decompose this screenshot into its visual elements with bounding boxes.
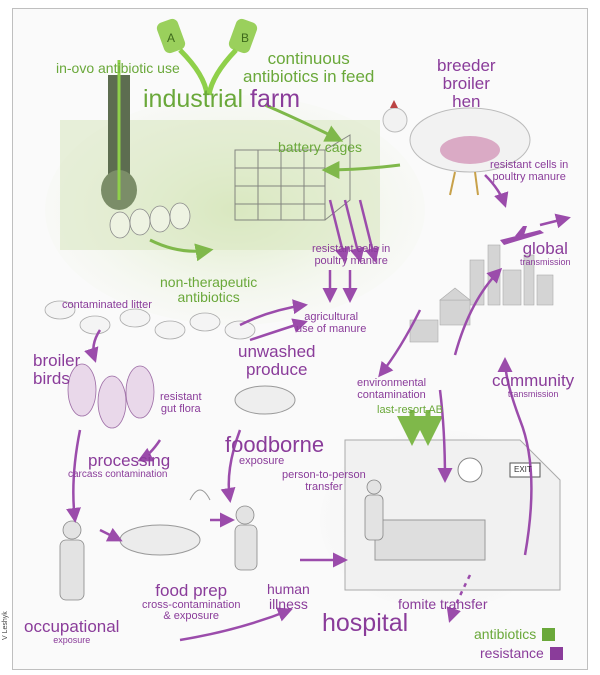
label-contaminated-litter: contaminated litter — [62, 299, 152, 311]
label-agricultural-2: use of manure — [296, 322, 367, 335]
in-ovo-injector — [101, 60, 137, 210]
broiler-chickens — [44, 300, 256, 340]
label-agricultural-manure: agricultural use of manure — [296, 311, 367, 335]
label-human-illness: human illness — [267, 582, 310, 611]
battery-cages — [234, 134, 351, 221]
label-foodborne-sub: exposure — [239, 455, 285, 468]
label-resistant-gut-2: gut flora — [160, 402, 201, 415]
antibiotic-bottles: A B — [156, 18, 258, 96]
produce-plate — [234, 385, 296, 415]
label-global-sub: transmission — [520, 256, 571, 267]
label-non-therapeutic-2: antibiotics — [177, 288, 240, 305]
label-food-prep-1: cross-contamination — [142, 598, 241, 611]
label-continuous-line2: antibiotics in feed — [243, 66, 375, 86]
label-occupational-sub: exposure — [53, 634, 91, 645]
label-broiler-birds: broiler birds — [33, 352, 80, 388]
label-agricultural-1: agricultural — [304, 311, 359, 323]
label-broiler: broiler — [442, 73, 490, 93]
label-non-therapeutic: non-therapeutic antibiotics — [160, 275, 257, 304]
label-occupational: occupational exposure — [24, 618, 119, 645]
label-hen: hen — [452, 91, 481, 111]
label-resistant-cells-farm-1: resistant cells in — [312, 243, 391, 255]
food-prep-sink — [119, 489, 211, 556]
label-processing-title: processing — [88, 451, 171, 470]
label-environmental-2: contamination — [357, 388, 426, 401]
label-environmental-contamination: environmental contamination — [357, 377, 427, 401]
label-battery-cages: battery cages — [278, 139, 363, 155]
human-figures — [59, 479, 384, 601]
label-resistant-cells-hen-1: resistant cells in — [490, 159, 569, 171]
legend-antibiotics-label: antibiotics — [474, 626, 537, 642]
label-resistant-cells-hen: resistant cells in poultry manure — [490, 159, 569, 183]
legend-antibiotics: antibiotics — [474, 626, 556, 642]
label-continuous-line1: continuous — [267, 49, 350, 68]
breeder-hen — [382, 100, 531, 196]
label-resistant-cells-farm-2: poultry manure — [314, 254, 388, 267]
label-resistant-cells-farm: resistant cells in poultry manure — [312, 243, 391, 267]
label-unwashed-2: produce — [246, 359, 308, 379]
label-person-to-person-2: transfer — [305, 480, 343, 493]
legend-resistance-swatch — [549, 646, 563, 660]
label-processing: processing carcass contamination — [68, 451, 171, 480]
label-in-ovo: in-ovo antibiotic use — [56, 60, 180, 76]
bottle-b-letter: B — [241, 31, 249, 45]
resistance-flows — [66, 174, 571, 642]
label-global: global transmission — [520, 240, 571, 267]
label-processing-sub: carcass contamination — [68, 468, 168, 480]
label-human-2: illness — [268, 595, 308, 612]
label-resistant-gut-flora: resistant gut flora — [160, 391, 202, 415]
label-industrial-farm: industrial farm — [143, 86, 300, 112]
label-foodborne-title: foodborne — [225, 432, 325, 457]
label-food-prep: food prep cross-contamination & exposure — [142, 582, 240, 623]
label-non-therapeutic-1: non-therapeutic — [160, 274, 258, 290]
label-community-title: community — [492, 371, 575, 390]
label-hospital: hospital — [322, 609, 409, 637]
label-continuous-antibiotics: continuous antibiotics in feed — [243, 50, 374, 86]
label-resistant-gut-1: resistant — [160, 391, 202, 403]
label-last-resort-ab: last-resort AB — [377, 404, 444, 416]
label-breeder: breeder — [437, 56, 496, 75]
label-broiler-birds-2: birds — [33, 368, 70, 388]
exit-sign: EXIT — [514, 465, 532, 474]
label-person-to-person: person-to-person transfer — [282, 469, 366, 493]
label-fomite-transfer: fomite transfer — [398, 596, 488, 612]
carcasses — [67, 363, 155, 429]
legend-resistance: resistance — [480, 645, 563, 661]
bottle-a-letter: A — [167, 31, 175, 45]
label-breeder-broiler-hen: breeder broiler hen — [437, 57, 496, 111]
antibiotic-flows — [149, 103, 443, 446]
label-environmental-1: environmental — [357, 377, 427, 389]
legend-antibiotics-swatch — [542, 627, 556, 641]
label-person-to-person-1: person-to-person — [282, 469, 366, 481]
label-unwashed-1: unwashed — [238, 342, 316, 361]
legend-resistance-label: resistance — [480, 645, 544, 661]
label-human-1: human — [267, 581, 310, 597]
label-farm: farm — [250, 85, 301, 113]
label-unwashed-produce: unwashed produce — [238, 343, 316, 379]
label-occupational-title: occupational — [24, 617, 120, 636]
label-community-sub: transmission — [507, 388, 559, 399]
egg-tray — [109, 202, 191, 239]
airplane — [500, 226, 544, 245]
label-industrial: industrial — [143, 85, 244, 113]
label-food-prep-2: & exposure — [163, 610, 220, 623]
label-foodborne: foodborne exposure — [225, 433, 324, 468]
artist-credit: V Leshyk — [2, 611, 9, 640]
label-community: community transmission — [492, 372, 574, 399]
label-food-prep-title: food prep — [155, 581, 228, 600]
label-resistant-cells-hen-2: poultry manure — [492, 170, 566, 183]
label-global-title: global — [522, 239, 568, 258]
hospital-room — [320, 430, 561, 610]
label-broiler-birds-1: broiler — [33, 351, 81, 370]
